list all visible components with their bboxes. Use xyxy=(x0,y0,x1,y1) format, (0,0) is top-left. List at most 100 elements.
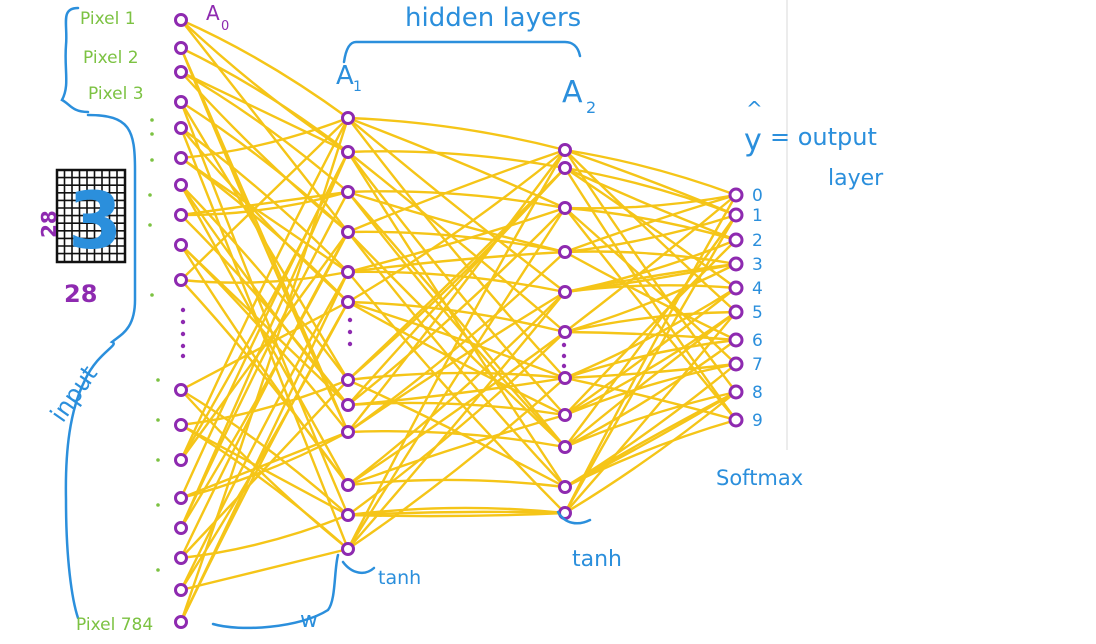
weight-edge xyxy=(346,150,567,170)
digit-image: 3 28 28 xyxy=(37,168,127,308)
weight-edge xyxy=(563,193,738,515)
weight-edge xyxy=(179,116,350,282)
svg-text:0: 0 xyxy=(221,19,229,34)
output-hat: ^ xyxy=(746,97,763,121)
ellipsis-dot xyxy=(347,341,353,347)
hidden2-neuron xyxy=(558,143,572,157)
weight-edge xyxy=(346,506,567,517)
weight-edge xyxy=(563,310,738,334)
ellipsis-dot xyxy=(180,319,186,325)
input-neuron xyxy=(174,273,188,287)
tanh2-label: tanh xyxy=(572,547,622,572)
weight-edge xyxy=(563,238,738,417)
hidden-layers-label: hidden layers xyxy=(405,3,581,33)
weight-edge xyxy=(179,70,350,194)
input-neuron xyxy=(174,41,188,55)
weight-edge xyxy=(179,18,350,120)
weight-edge xyxy=(563,193,738,210)
output-digit-label: 8 xyxy=(752,383,763,403)
hidden1-neuron xyxy=(341,425,355,439)
weight-edge xyxy=(179,126,350,274)
weight-edge xyxy=(346,413,567,487)
weight-edge xyxy=(179,183,350,487)
hidden1-neuron xyxy=(341,265,355,279)
weight-edge xyxy=(563,213,738,449)
a1-label: A 1 xyxy=(336,61,362,95)
weight-edge xyxy=(563,213,738,254)
output-neuron xyxy=(728,304,744,320)
weight-edge xyxy=(346,190,567,254)
input-label: input xyxy=(45,361,103,428)
weight-edge xyxy=(346,148,567,434)
weight-edge xyxy=(346,148,567,551)
output-layer-nodes xyxy=(728,187,744,428)
weight-edge xyxy=(563,262,738,294)
input-neuron xyxy=(174,383,188,397)
weight-edge xyxy=(563,193,738,254)
hidden1-neuron xyxy=(341,295,355,309)
image-width-label: 28 xyxy=(64,280,97,308)
softmax-label: Softmax xyxy=(716,466,803,490)
tanh1-tick xyxy=(341,560,376,575)
weight-edge xyxy=(179,183,350,382)
hidden1-neuron xyxy=(341,542,355,556)
pixel784-label: Pixel 784 xyxy=(76,615,153,635)
weight-edge xyxy=(346,290,567,551)
ellipsis-dot xyxy=(561,363,567,369)
weight-edge xyxy=(346,300,567,380)
weight-edge xyxy=(179,378,350,427)
input-neuron xyxy=(174,583,188,597)
output-neuron xyxy=(728,187,744,203)
output-neuron xyxy=(728,232,744,248)
output-neuron xyxy=(728,332,744,348)
hidden-layer-1-nodes xyxy=(341,111,355,556)
input-neuron xyxy=(174,121,188,135)
weight-edge xyxy=(179,430,350,500)
pixel-top-brace xyxy=(60,6,90,114)
output-digit-label: 9 xyxy=(752,411,763,431)
hidden2-neuron xyxy=(558,440,572,454)
output-y: y xyxy=(744,123,762,158)
hidden1-neuron xyxy=(341,111,355,125)
weight-edge xyxy=(346,290,567,434)
weight-edge xyxy=(563,148,738,197)
input-neuron xyxy=(174,453,188,467)
weight-edge xyxy=(179,116,350,624)
a0-label: A 0 xyxy=(206,1,229,34)
weights-label: w xyxy=(300,608,318,633)
output-equals-label: = output xyxy=(770,123,877,151)
pixel2-label: Pixel 2 xyxy=(83,48,139,68)
ellipsis-dot xyxy=(180,331,186,337)
weight-edge xyxy=(179,547,350,592)
weight-edge xyxy=(563,213,738,515)
svg-text:A: A xyxy=(562,75,583,110)
ellipsis-dot xyxy=(347,329,353,335)
image-height-label: 28 xyxy=(37,210,61,238)
weight-edge xyxy=(346,478,567,489)
weight-edge xyxy=(563,193,738,334)
weight-edge xyxy=(563,390,738,515)
weight-edge xyxy=(563,362,738,417)
hidden1-neuron xyxy=(341,145,355,159)
weight-edge xyxy=(179,270,350,592)
input-neuron xyxy=(174,178,188,192)
input-neuron xyxy=(174,551,188,565)
digit-grid xyxy=(55,168,127,264)
hidden2-neuron xyxy=(558,480,572,494)
output-neuron xyxy=(728,207,744,223)
output-digit-label: 3 xyxy=(752,255,763,275)
ellipsis-dot xyxy=(561,353,567,359)
weight-edge xyxy=(346,510,567,517)
weight-edge xyxy=(346,148,567,304)
pixel1-label: Pixel 1 xyxy=(80,9,136,29)
ellipsis-dots xyxy=(180,307,567,369)
output-digit-label: 4 xyxy=(752,279,763,299)
weight-edge xyxy=(346,429,567,449)
input-brace xyxy=(60,6,592,630)
weight-edge xyxy=(346,116,567,152)
input-layer-nodes xyxy=(174,13,188,629)
hidden1-neuron xyxy=(341,508,355,522)
weight-edge xyxy=(179,150,350,500)
